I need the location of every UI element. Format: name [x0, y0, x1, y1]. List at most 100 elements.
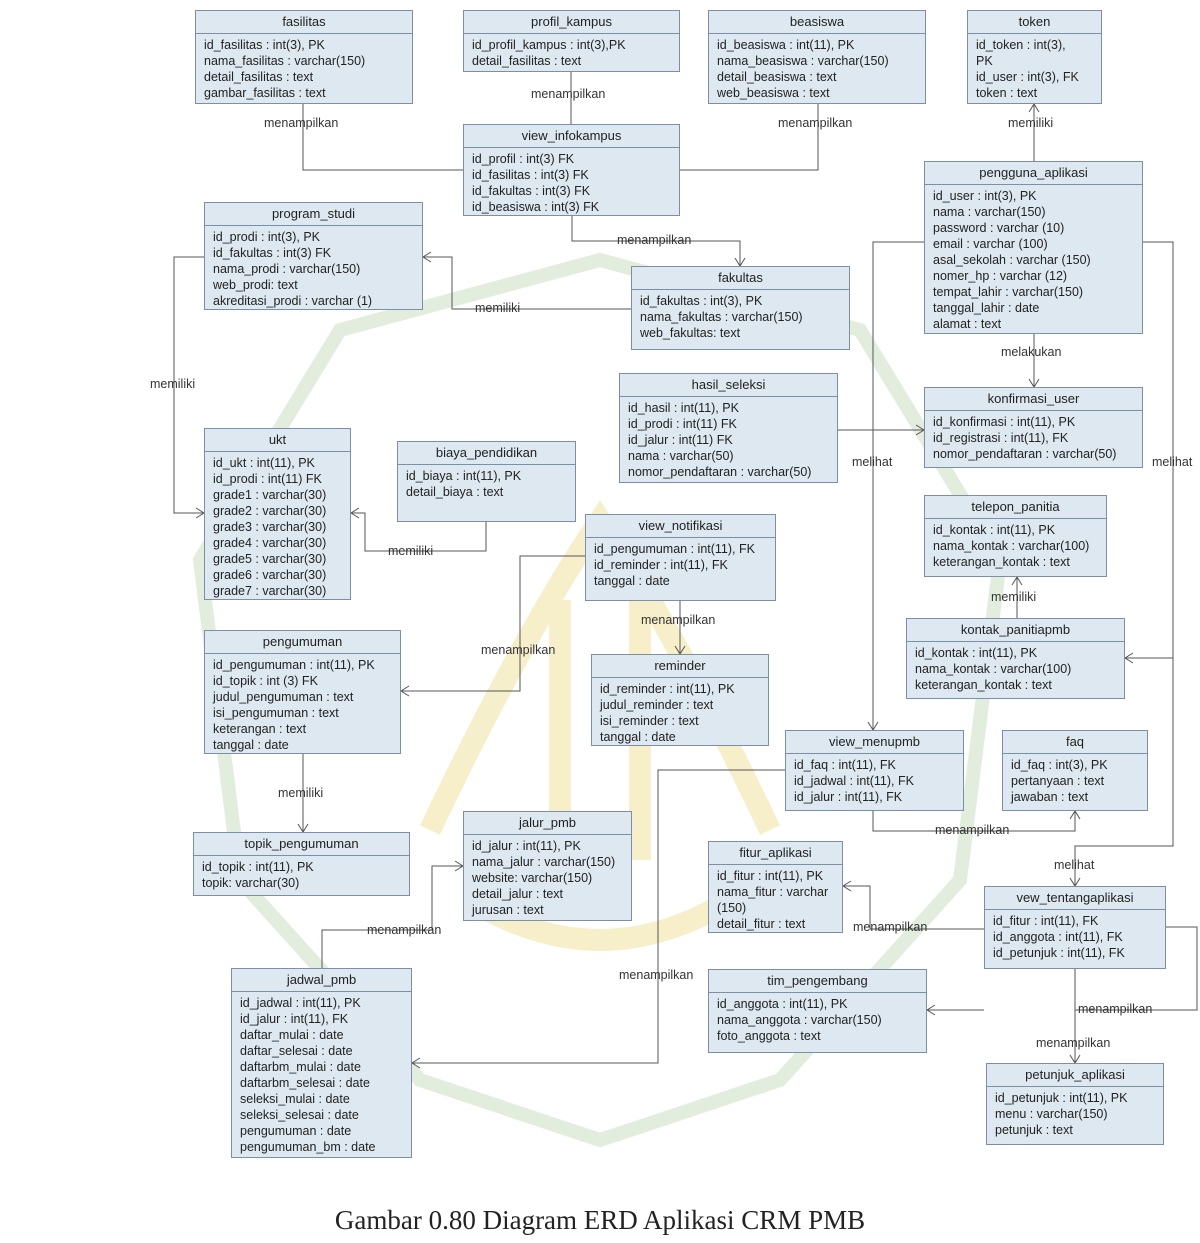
entity-field: id_reminder : int(11), FK: [594, 558, 728, 572]
figure-caption: Gambar 0.80 Diagram ERD Aplikasi CRM PMB: [334, 1205, 866, 1235]
relation-label: melihat: [852, 455, 893, 469]
entity-field: PK: [976, 54, 993, 68]
entity-field: id_petunjuk : int(11), PK: [995, 1091, 1128, 1105]
relation-label: melihat: [1152, 455, 1193, 469]
entity-fakultas: fakultas id_fakultas : int(3), PK nama_f…: [631, 266, 850, 350]
relation-label: menampilkan: [481, 643, 556, 657]
entity-token: token id_token : int(3), PK id_user : in…: [967, 10, 1102, 104]
entity-title: topik_pengumuman: [194, 833, 409, 856]
entity-field: jurusan : text: [472, 903, 544, 917]
entity-field: id_jalur : int(11), FK: [240, 1012, 349, 1026]
entity-field: pengumuman : date: [240, 1124, 352, 1138]
entity-field: id_faq : int(3), PK: [1011, 758, 1108, 772]
entity-field: id_konfirmasi : int(11), PK: [933, 415, 1076, 429]
entity-field: daftarbm_selesai : date: [240, 1076, 370, 1090]
entity-field: id_kontak : int(11), PK: [933, 523, 1056, 537]
entity-field: id_biaya : int(11), PK: [406, 469, 522, 483]
entity-pengumuman: pengumuman id_pengumuman : int(11), PK i…: [204, 630, 401, 754]
entity-field: nama_fasilitas : varchar(150): [204, 54, 366, 68]
entity-field: id_petunjuk : int(11), FK: [993, 946, 1125, 960]
entity-title: biaya_pendidikan: [398, 442, 575, 465]
entity-field: keterangan : text: [213, 722, 307, 736]
entity-field: daftar_mulai : date: [240, 1028, 344, 1042]
entity-field: grade5 : varchar(30): [213, 552, 327, 566]
entity-field: email : varchar (100): [933, 237, 1048, 251]
relation-label: menampilkan: [367, 923, 442, 937]
entity-title: ukt: [205, 429, 350, 452]
entity-kontak-panitiapmb: kontak_panitiapmb id_kontak : int(11), P…: [906, 618, 1125, 699]
entity-field: tempat_lahir : varchar(150): [933, 285, 1084, 299]
entity-field: web_beasiswa : text: [717, 86, 830, 100]
entity-field: id_kontak : int(11), PK: [915, 646, 1038, 660]
entity-field: token : text: [976, 86, 1038, 100]
entity-pengguna-aplikasi: pengguna_aplikasi id_user : int(3), PK n…: [924, 161, 1143, 334]
relation-label: melakukan: [1001, 345, 1062, 359]
relation-label: menampilkan: [935, 823, 1010, 837]
entity-field: id_fakultas : int(3) FK: [472, 184, 591, 198]
entity-field: tanggal : date: [213, 738, 289, 752]
entity-field: id_ukt : int(11), PK: [213, 456, 315, 470]
entity-fitur-aplikasi: fitur_aplikasi id_fitur : int(11), PK na…: [708, 841, 843, 933]
entity-field: id_jalur : int(11), FK: [794, 790, 903, 804]
entity-field: seleksi_selesai : date: [240, 1108, 359, 1122]
relation-label: menampilkan: [1036, 1036, 1111, 1050]
entity-field: detail_jalur : text: [472, 887, 564, 901]
entity-hasil-seleksi: hasil_seleksi id_hasil : int(11), PK id_…: [619, 373, 838, 483]
entity-title: pengguna_aplikasi: [925, 162, 1142, 185]
entity-field: nama_fakultas : varchar(150): [640, 310, 803, 324]
entity-field: id_prodi : int(11) FK: [628, 417, 737, 431]
relation-label: menampilkan: [853, 920, 928, 934]
entity-field: id_faq : int(11), FK: [794, 758, 896, 772]
entity-field: web_fakultas: text: [640, 326, 741, 340]
entity-view-menupmb: view_menupmb id_faq : int(11), FK id_jad…: [785, 730, 964, 811]
entity-field: foto_anggota : text: [717, 1029, 821, 1043]
entity-title: beasiswa: [709, 11, 925, 34]
entity-field: daftarbm_mulai : date: [240, 1060, 361, 1074]
entity-field: isi_reminder : text: [600, 714, 699, 728]
entity-field: id_fasilitas : int(3) FK: [472, 168, 589, 182]
entity-field: id_fasilitas : int(3), PK: [204, 38, 325, 52]
entity-view-notifikasi: view_notifikasi id_pengumuman : int(11),…: [585, 514, 776, 601]
entity-title: telepon_panitia: [925, 496, 1106, 519]
entity-field: seleksi_mulai : date: [240, 1092, 350, 1106]
entity-title: kontak_panitiapmb: [907, 619, 1124, 642]
entity-field: id_user : int(3), FK: [976, 70, 1079, 84]
entity-field: judul_reminder : text: [600, 698, 714, 712]
entity-field: pengumuman_bm : date: [240, 1140, 376, 1154]
entity-title: fasilitas: [196, 11, 412, 34]
entity-title: petunjuk_aplikasi: [987, 1064, 1163, 1087]
entity-title: reminder: [592, 655, 768, 678]
entity-field: alamat : text: [933, 317, 1002, 331]
entity-field: id_anggota : int(11), FK: [993, 930, 1123, 944]
entity-petunjuk-aplikasi: petunjuk_aplikasi id_petunjuk : int(11),…: [986, 1063, 1164, 1145]
entity-field: id_reminder : int(11), PK: [600, 682, 735, 696]
entity-field: id_topik : int(11), PK: [202, 860, 314, 874]
entity-field: grade2 : varchar(30): [213, 504, 327, 518]
entity-jalur-pmb: jalur_pmb id_jalur : int(11), PK nama_ja…: [463, 811, 632, 921]
entity-title: pengumuman: [205, 631, 400, 654]
relation-label: menampilkan: [619, 968, 694, 982]
entity-field: nama_beasiswa : varchar(150): [717, 54, 889, 68]
relation-label: menampilkan: [778, 116, 853, 130]
entity-field: tanggal : date: [594, 574, 670, 588]
relation-label: menampilkan: [264, 116, 339, 130]
entity-title: jadwal_pmb: [232, 969, 411, 992]
entity-field: password : varchar (10): [933, 221, 1065, 235]
entity-field: detail_fitur : text: [717, 917, 806, 931]
entity-field: tanggal : date: [600, 730, 676, 744]
entity-field: menu : varchar(150): [995, 1107, 1108, 1121]
entity-topik-pengumuman: topik_pengumuman id_topik : int(11), PK …: [193, 832, 410, 896]
entity-field: id_user : int(3), PK: [933, 189, 1037, 203]
entity-field: id_anggota : int(11), PK: [717, 997, 848, 1011]
entity-field: nama : varchar(50): [628, 449, 734, 463]
entity-konfirmasi-user: konfirmasi_user id_konfirmasi : int(11),…: [924, 387, 1143, 468]
relation-label: memiliki: [991, 590, 1037, 604]
entity-program-studi: program_studi id_prodi : int(3), PK id_f…: [204, 202, 423, 310]
entity-field: keterangan_kontak : text: [915, 678, 1052, 692]
entity-field: grade3 : varchar(30): [213, 520, 327, 534]
entity-faq: faq id_faq : int(3), PK pertanyaan : tex…: [1002, 730, 1148, 811]
entity-field: nama_kontak : varchar(100): [933, 539, 1090, 553]
entity-field: isi_pengumuman : text: [213, 706, 339, 720]
entity-title: view_notifikasi: [586, 515, 775, 538]
entity-field: id_registrasi : int(11), FK: [933, 431, 1069, 445]
